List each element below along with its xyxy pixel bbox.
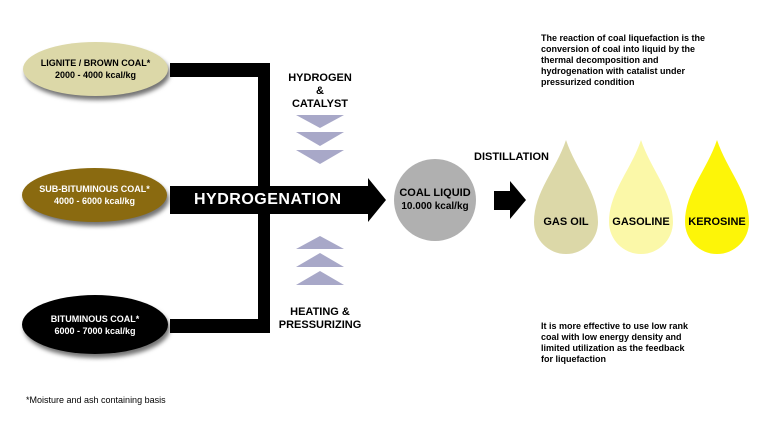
heating-chevron-up-icon: [296, 236, 344, 249]
heating-chevron-up-icon: [296, 253, 344, 267]
hydrogen-chevron-down-icon: [296, 115, 344, 128]
sub-bituminous-energy: 4000 - 6000 kcal/kg: [53, 196, 136, 206]
top-note-line: hydrogenation with catalist under: [541, 66, 686, 76]
gas-oil-drop: [534, 140, 598, 254]
hydrogen-chevron-down-icon: [296, 150, 344, 164]
lignite-name: LIGNITE / BROWN COAL*: [40, 58, 151, 68]
lignite-coal: LIGNITE / BROWN COAL* 2000 - 4000 kcal/k…: [23, 42, 168, 96]
bituminous-coal: BITUMINOUS COAL* 6000 - 7000 kcal/kg: [22, 295, 168, 354]
bituminous-name: BITUMINOUS COAL*: [50, 313, 140, 324]
hydrogen-chevron-down-icon: [296, 132, 344, 146]
top-connector: [170, 63, 258, 77]
bottom-note: It is more effective to use low rank coa…: [541, 321, 741, 365]
hydrogenation-arrow: [170, 178, 386, 222]
distillation-arrow: [494, 181, 526, 219]
top-note-line: The reaction of coal liquefaction is the: [541, 33, 706, 43]
hydrogenation-label: HYDROGENATION: [194, 191, 342, 208]
bottom-note-line: coal with low energy density and: [541, 332, 682, 342]
top-note: The reaction of coal liquefaction is the…: [541, 33, 741, 88]
heating-line2: PRESSURIZING: [278, 319, 362, 331]
sub-bituminous-coal: SUB-BITUMINOUS COAL* 4000 - 6000 kcal/kg: [22, 168, 167, 222]
gasoline-label: GASOLINE: [612, 216, 670, 228]
bottom-connector: [170, 319, 270, 333]
top-note-line: conversion of coal into liquid by the: [541, 44, 696, 54]
top-note-line: thermal decomposition and: [541, 55, 659, 65]
heating-chevron-up-icon: [296, 271, 344, 285]
coal-liquid: COAL LIQUID 10.000 kcal/kg: [394, 159, 476, 241]
lignite-energy: 2000 - 4000 kcal/kg: [54, 70, 137, 80]
bottom-note-line: It is more effective to use low rank: [541, 321, 689, 331]
heating-line1: HEATING &: [290, 306, 350, 318]
kerosine-drop: [685, 140, 749, 254]
gas-oil-label: GAS OIL: [543, 216, 589, 228]
hydrogen-line1: HYDROGEN &: [288, 72, 352, 97]
hydrogen-catalyst-label: HYDROGEN & CATALYST: [284, 72, 356, 111]
coal-liquid-name: COAL LIQUID: [399, 187, 471, 199]
distillation-label: DISTILLATION: [474, 151, 549, 163]
gasoline-drop: [609, 140, 673, 254]
hydrogen-line2: CATALYST: [291, 98, 349, 110]
bottom-note-line: limited utilization as the feedback: [541, 343, 685, 353]
heating-pressurizing-label: HEATING & PRESSURIZING: [270, 306, 370, 332]
footnote: *Moisture and ash containing basis: [26, 395, 166, 405]
coal-liquid-energy: 10.000 kcal/kg: [401, 201, 469, 212]
bottom-note-line: for liquefaction: [541, 354, 606, 364]
bituminous-energy: 6000 - 7000 kcal/kg: [54, 325, 136, 336]
kerosine-label: KEROSINE: [688, 216, 746, 228]
top-note-line: pressurized condition: [541, 77, 635, 87]
sub-bituminous-name: SUB-BITUMINOUS COAL*: [39, 184, 150, 194]
